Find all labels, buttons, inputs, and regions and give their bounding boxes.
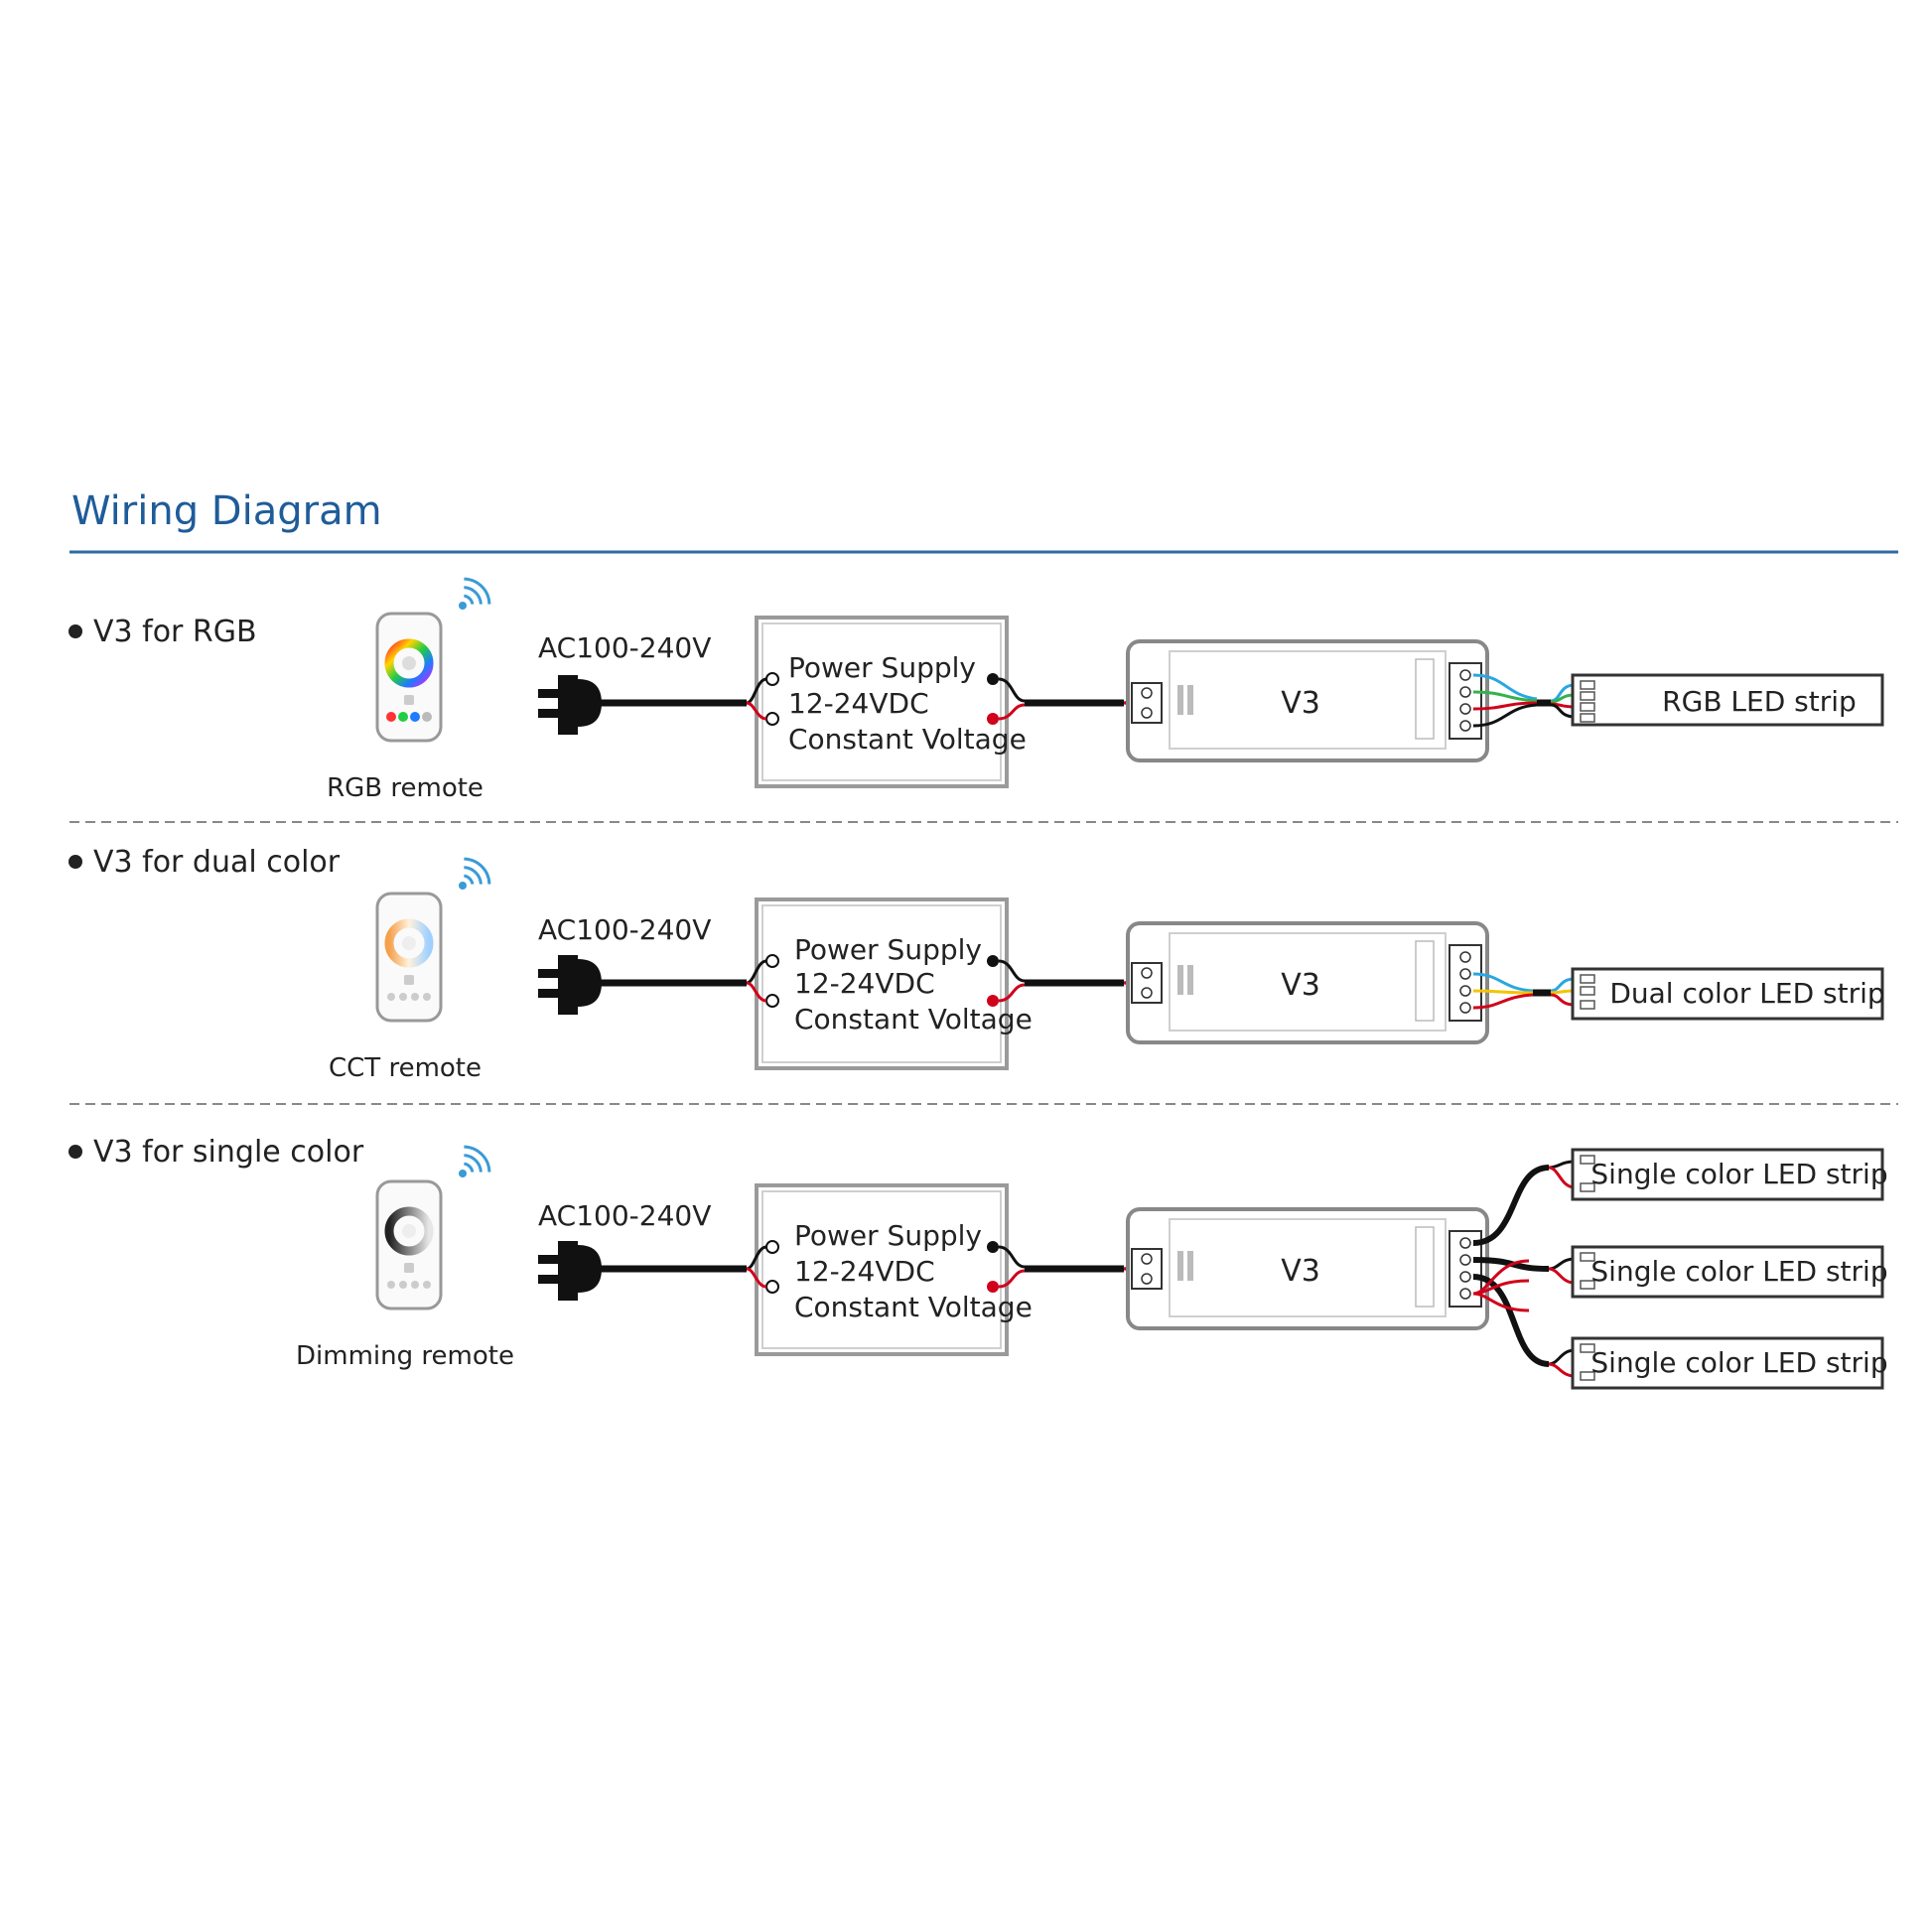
row-heading: V3 for single color	[93, 1135, 364, 1170]
output-wire-red	[1472, 701, 1538, 711]
output-wire-blue	[1472, 673, 1538, 701]
output-wire-red	[1472, 993, 1534, 1010]
rgb-remote-icon	[375, 612, 443, 743]
bullet-dot	[69, 624, 82, 638]
power-plug-icon	[538, 675, 602, 735]
ps-output-wire-black	[998, 959, 1026, 983]
strip-lead-red	[1548, 1267, 1576, 1285]
dimming-remote-icon	[375, 1179, 443, 1311]
strip-label: Single color LED strip	[1590, 1346, 1887, 1379]
strip-wire-red	[1550, 993, 1576, 1007]
controller-label: V3	[1281, 1254, 1320, 1289]
row-rgb: V3 for RGB RGB remote AC100-240V	[69, 577, 1884, 803]
strip-label: Single color LED strip	[1590, 1255, 1887, 1288]
power-supply-line-1: Power Supply	[794, 1219, 982, 1252]
diagram-title: Wiring Diagram	[71, 488, 382, 534]
remote-label: Dimming remote	[296, 1341, 514, 1371]
power-supply-box: Power Supply 12-24VDC Constant Voltage	[755, 897, 1033, 1070]
cct-remote-icon	[375, 892, 443, 1023]
strip-lead-black	[1548, 1160, 1576, 1170]
row-heading: V3 for dual color	[93, 845, 341, 880]
ac-input-label: AC100-240V	[538, 913, 711, 946]
ps-input-wire-red	[746, 981, 767, 1003]
strip-label: Dual color LED strip	[1609, 977, 1884, 1010]
row-heading: V3 for RGB	[93, 615, 257, 649]
wifi-signal-icon	[459, 577, 491, 610]
remote-label: CCT remote	[329, 1053, 482, 1083]
rgb-led-strip: RGB LED strip	[1571, 673, 1884, 727]
ps-input-wire-red	[746, 701, 767, 721]
bullet-dot	[69, 855, 82, 869]
v3-controller: V3	[1126, 639, 1489, 762]
power-supply-line-1: Power Supply	[794, 933, 982, 966]
power-supply-line-2: 12-24VDC	[788, 687, 929, 720]
single-color-led-strip: Single color LED strip	[1571, 1336, 1888, 1390]
strip-lead-black	[1548, 1348, 1576, 1366]
ps-input-wire-red	[746, 1267, 767, 1289]
output-wire-black-top	[1472, 1165, 1550, 1246]
wifi-signal-icon	[459, 857, 491, 890]
controller-label: V3	[1281, 686, 1320, 721]
ps-output-wire-black	[998, 677, 1026, 703]
ps-output-wire-black	[998, 1245, 1026, 1269]
row-single-color: V3 for single color Dimming remote AC100…	[69, 1135, 1888, 1390]
power-supply-line-2: 12-24VDC	[794, 1255, 935, 1288]
power-supply-line-3: Constant Voltage	[788, 723, 1027, 756]
power-supply-line-3: Constant Voltage	[794, 1291, 1033, 1323]
output-wire-blue	[1472, 972, 1534, 993]
ps-output-wire-red	[998, 983, 1026, 1003]
ac-input-label: AC100-240V	[538, 631, 711, 664]
output-wire-black	[1472, 703, 1538, 728]
strip-lead-black	[1548, 1257, 1576, 1271]
power-supply-line-1: Power Supply	[788, 651, 976, 684]
power-supply-box: Power Supply 12-24VDC Constant Voltage	[755, 616, 1027, 788]
strip-lead-red	[1548, 1362, 1576, 1378]
strip-label: Single color LED strip	[1590, 1158, 1887, 1190]
power-plug-icon	[538, 1241, 602, 1301]
strip-lead-red	[1548, 1166, 1576, 1189]
single-color-led-strip: Single color LED strip	[1571, 1148, 1888, 1201]
controller-label: V3	[1281, 968, 1320, 1003]
bullet-dot	[69, 1145, 82, 1159]
strip-label: RGB LED strip	[1662, 685, 1857, 718]
ac-input-label: AC100-240V	[538, 1199, 711, 1232]
power-supply-line-3: Constant Voltage	[794, 1003, 1033, 1035]
v3-controller: V3	[1126, 921, 1489, 1044]
output-wire-green	[1472, 690, 1538, 703]
ps-output-wire-red	[998, 703, 1026, 721]
dual-color-led-strip: Dual color LED strip	[1571, 967, 1885, 1021]
output-wire-red-bottom	[1472, 1292, 1530, 1312]
row-dual-color: V3 for dual color CCT remote AC100-240V	[69, 845, 1885, 1083]
power-supply-line-2: 12-24VDC	[794, 967, 935, 1000]
output-wire-yellow	[1472, 989, 1534, 995]
power-plug-icon	[538, 955, 602, 1015]
power-supply-box: Power Supply 12-24VDC Constant Voltage	[755, 1183, 1033, 1356]
remote-label: RGB remote	[327, 773, 483, 803]
output-wire-black-bottom	[1472, 1274, 1550, 1367]
wifi-signal-icon	[459, 1145, 491, 1177]
v3-controller: V3	[1126, 1207, 1489, 1330]
strip-wire-blue	[1550, 977, 1576, 993]
single-color-led-strip: Single color LED strip	[1571, 1245, 1888, 1299]
ps-output-wire-red	[998, 1269, 1026, 1289]
